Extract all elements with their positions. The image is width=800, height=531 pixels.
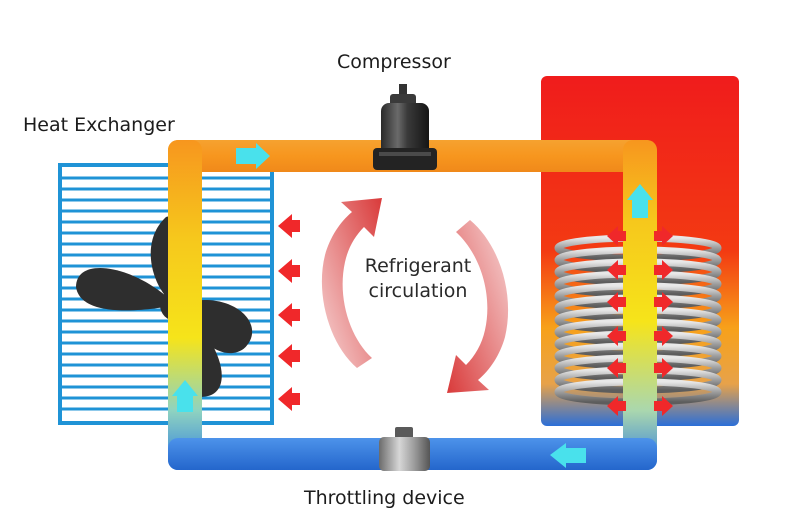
heat-arrow-icon	[607, 358, 626, 378]
heat-arrow-icon	[607, 292, 626, 312]
valve-icon	[379, 427, 430, 471]
circulation-arrow-right	[447, 220, 509, 393]
arrow-icon	[236, 143, 270, 169]
refrigerant-pipe-loop	[168, 140, 657, 470]
heat-arrow-icon	[278, 344, 300, 368]
heat-arrow-icon	[278, 303, 300, 327]
heat-arrow-icon	[278, 259, 300, 283]
circulation-arrows	[321, 198, 509, 393]
heat-exchanger-label: Heat Exchanger	[23, 114, 175, 136]
circulation-label: Refrigerant circulation	[352, 254, 484, 304]
circulation-arrow-left	[321, 198, 382, 368]
heat-arrow-icon	[654, 260, 673, 280]
arrow-icon	[172, 380, 198, 412]
arrow-icon	[550, 443, 586, 468]
pipe-left	[168, 140, 202, 470]
pipe-right	[623, 140, 657, 470]
heat-arrow-icon	[607, 226, 626, 246]
heat-arrow-icon	[607, 396, 626, 416]
heat-arrow-icon	[654, 396, 673, 416]
circulation-label-line2: circulation	[368, 280, 468, 302]
heat-arrows-tank	[607, 226, 673, 416]
heat-arrow-icon	[607, 260, 626, 280]
heat-arrow-icon	[654, 358, 673, 378]
arrow-icon	[627, 184, 653, 218]
heat-arrow-icon	[654, 226, 673, 246]
heat-arrow-icon	[654, 326, 673, 346]
flow-arrow-icons	[172, 143, 653, 468]
circulation-label-line1: Refrigerant	[364, 255, 472, 277]
compressor-icon	[373, 84, 437, 170]
heat-arrow-icon	[278, 387, 300, 411]
heat-arrow-icon	[278, 214, 300, 238]
heat-arrow-icon	[654, 292, 673, 312]
heat-arrows-left	[278, 214, 300, 411]
throttling-device-label: Throttling device	[304, 487, 465, 509]
heat-arrow-icon	[607, 326, 626, 346]
compressor-label: Compressor	[337, 51, 451, 73]
